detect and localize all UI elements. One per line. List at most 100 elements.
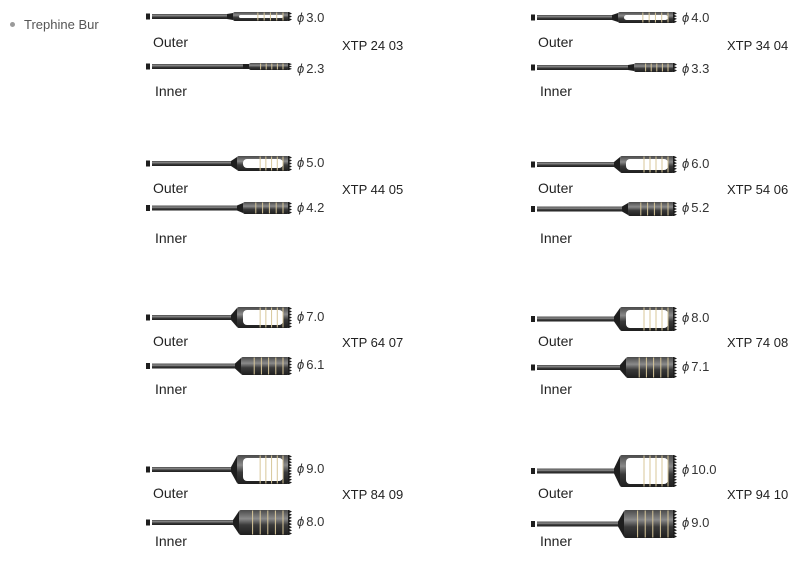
diameter-symbol-icon: ϕ	[297, 357, 305, 372]
product-code: XTP 64 07	[342, 335, 404, 350]
diameter-symbol-icon: ϕ	[297, 200, 305, 215]
product-code: XTP 94 10	[727, 487, 789, 502]
outer-bur-icon	[146, 307, 292, 328]
outer-bur-drawing	[530, 305, 690, 333]
outer-bur-drawing	[530, 154, 690, 175]
diameter-symbol-icon: ϕ	[682, 358, 690, 374]
diameter-symbol-icon: ϕ	[297, 61, 305, 76]
inner-bur-drawing	[530, 355, 690, 380]
outer-bur-icon	[531, 307, 677, 331]
inner-label: Inner	[540, 83, 572, 99]
inner-diameter-value: 6.1	[306, 357, 325, 372]
inner-diameter-value: 3.3	[691, 61, 710, 76]
diameter-symbol-icon: ϕ	[297, 154, 305, 170]
outer-label: Outer	[538, 34, 574, 50]
outer-diameter-value: 8.0	[691, 310, 710, 325]
outer-bur-icon	[531, 156, 677, 173]
outer-label: Outer	[538, 333, 574, 349]
outer-label: Outer	[153, 34, 189, 50]
outer-diameter-value: 5.0	[306, 154, 325, 170]
inner-bur-icon	[531, 357, 677, 378]
outer-diameter-value: 10.0	[691, 462, 717, 477]
product-code: XTP 44 05	[342, 182, 404, 197]
outer-label: Outer	[153, 485, 189, 501]
inner-label: Inner	[540, 381, 572, 397]
diameter-symbol-icon: ϕ	[682, 61, 690, 76]
diameter-symbol-icon: ϕ	[297, 513, 305, 529]
outer-label: Outer	[153, 180, 189, 196]
outer-diameter-value: 4.0	[691, 10, 710, 25]
inner-bur-icon	[146, 63, 292, 70]
inner-diameter-value: 7.1	[691, 358, 710, 374]
diameter-symbol-icon: ϕ	[682, 155, 690, 171]
section-heading: Trephine Bur	[10, 17, 99, 32]
product-code: XTP 24 03	[342, 38, 404, 53]
inner-diameter-value: 5.2	[691, 200, 710, 215]
inner-bur-drawing	[530, 200, 690, 218]
inner-diameter-value: 2.3	[306, 61, 325, 76]
inner-bur-drawing	[145, 355, 305, 377]
inner-diameter-value: 9.0	[691, 515, 710, 530]
outer-diameter-value: 6.0	[691, 155, 710, 171]
inner-label: Inner	[155, 230, 187, 246]
inner-bur-icon	[531, 510, 677, 538]
inner-bur-icon	[146, 357, 292, 375]
inner-label: Inner	[540, 533, 572, 549]
inner-diameter-value: 8.0	[306, 513, 325, 529]
inner-bur-icon	[146, 202, 292, 214]
outer-diameter-value: 7.0	[306, 308, 325, 324]
product-code: XTP 84 09	[342, 487, 404, 502]
inner-bur-drawing	[145, 61, 305, 72]
outer-diameter-value: 9.0	[306, 460, 325, 476]
inner-bur-icon	[146, 510, 292, 535]
inner-label: Inner	[155, 533, 187, 549]
outer-bur-drawing	[145, 154, 305, 173]
diameter-symbol-icon: ϕ	[297, 308, 305, 324]
outer-diameter-value: 3.0	[306, 10, 325, 25]
diameter-symbol-icon: ϕ	[682, 515, 690, 530]
outer-bur-drawing	[145, 10, 305, 23]
outer-bur-drawing	[145, 453, 305, 486]
product-code: XTP 54 06	[727, 182, 789, 197]
inner-bur-drawing	[145, 508, 305, 537]
outer-bur-icon	[146, 156, 292, 171]
inner-bur-drawing	[145, 200, 305, 216]
inner-bur-drawing	[530, 61, 690, 74]
outer-bur-icon	[146, 12, 292, 21]
inner-label: Inner	[540, 230, 572, 246]
inner-label: Inner	[155, 381, 187, 397]
section-title: Trephine Bur	[24, 17, 99, 32]
outer-bur-icon	[531, 455, 677, 487]
outer-label: Outer	[538, 485, 574, 501]
product-code: XTP 34 04	[727, 38, 789, 53]
outer-bur-drawing	[530, 10, 690, 25]
inner-label: Inner	[155, 83, 187, 99]
outer-bur-icon	[531, 12, 677, 23]
inner-bur-icon	[531, 63, 677, 72]
diameter-symbol-icon: ϕ	[682, 10, 690, 25]
outer-bur-drawing	[530, 453, 690, 489]
diameter-symbol-icon: ϕ	[297, 10, 305, 25]
outer-bur-icon	[146, 455, 292, 484]
diameter-symbol-icon: ϕ	[682, 462, 690, 477]
outer-label: Outer	[153, 333, 189, 349]
